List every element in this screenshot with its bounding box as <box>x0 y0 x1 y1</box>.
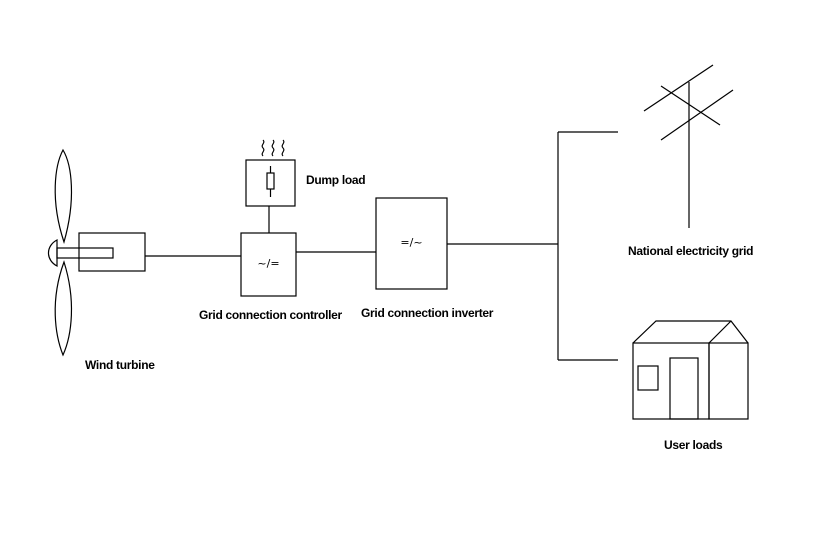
heat-wave-icon-3 <box>281 139 285 157</box>
house-side-wall <box>708 342 749 420</box>
national-grid-label: National electricity grid <box>628 244 753 258</box>
turbine-blade-lower <box>54 260 73 357</box>
turbine-shaft <box>56 247 114 259</box>
inverter-box <box>375 197 448 290</box>
distribution-bus <box>557 131 618 361</box>
pylon-arm-lower <box>660 89 734 141</box>
turbine-blade-upper <box>54 148 73 245</box>
electricity-pylon-icon <box>643 64 734 228</box>
user-loads-label: User loads <box>664 438 723 452</box>
controller-symbol: ~/= <box>257 257 279 270</box>
dump-load-label: Dump load <box>306 173 365 187</box>
grid-connection-controller: ~/= <box>240 232 376 297</box>
heat-wave-icon-2 <box>271 139 275 157</box>
house-roof-edge <box>708 320 732 344</box>
house-window <box>637 365 659 391</box>
inverter-label: Grid connection inverter <box>361 306 494 320</box>
grid-connection-inverter: =/~ <box>375 197 558 290</box>
turbine-hub <box>47 239 58 267</box>
house-door <box>669 357 699 420</box>
controller-box <box>240 232 297 297</box>
heat-wave-icon-1 <box>261 139 265 157</box>
house-icon <box>632 320 749 420</box>
pylon-arm-upper <box>643 64 714 112</box>
dump-load <box>245 139 296 233</box>
house-roof <box>632 320 749 344</box>
turbine-nacelle <box>78 232 146 272</box>
inverter-symbol: =/~ <box>400 236 422 249</box>
wind-turbine <box>47 148 241 357</box>
controller-label: Grid connection controller <box>199 308 343 322</box>
wind-turbine-label: Wind turbine <box>85 358 155 372</box>
